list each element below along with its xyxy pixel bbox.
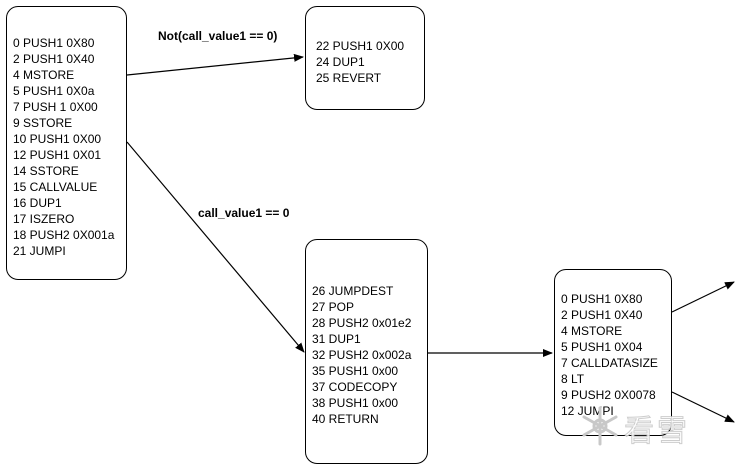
watermark: 看雪 — [578, 404, 728, 450]
instruction: 37 CODECOPY — [312, 380, 398, 394]
instruction: 2 PUSH1 0X40 — [13, 52, 95, 66]
edge-label-zero: call_value1 == 0 — [198, 206, 290, 220]
instruction: 7 PUSH 1 0X00 — [13, 100, 98, 114]
instruction: 8 LT — [561, 372, 585, 386]
instruction: 21 JUMPI — [13, 244, 66, 258]
instruction: 26 JUMPDEST — [312, 284, 394, 298]
instruction: 5 PUSH1 0X04 — [561, 340, 643, 354]
instruction: 32 PUSH2 0x002a — [312, 348, 412, 362]
instruction: 22 PUSH1 0X00 — [316, 39, 405, 53]
instruction: 10 PUSH1 0X00 — [13, 132, 102, 146]
block-b-lines: 22 PUSH1 0X00 24 DUP1 25 REVERT — [316, 38, 420, 86]
instruction: 25 REVERT — [316, 71, 382, 85]
instruction: 31 DUP1 — [312, 332, 361, 346]
instruction: 0 PUSH1 0X80 — [13, 36, 95, 50]
edge-a-to-c — [126, 141, 305, 353]
watermark-logo-icon — [582, 406, 618, 446]
instruction: 35 PUSH1 0x00 — [312, 364, 399, 378]
instruction: 38 PUSH1 0x00 — [312, 396, 399, 410]
watermark-text: 看雪 — [624, 414, 690, 450]
instruction: 7 CALLDATASIZE — [561, 356, 658, 370]
instruction: 9 SSTORE — [13, 116, 73, 130]
instruction: 17 ISZERO — [13, 212, 75, 226]
instruction: 14 SSTORE — [13, 164, 79, 178]
instruction: 2 PUSH1 0X40 — [561, 308, 643, 322]
instruction: 4 MSTORE — [561, 324, 623, 338]
block-a-lines: 0 PUSH1 0X80 2 PUSH1 0X40 4 MSTORE 5 PUS… — [13, 35, 122, 259]
instruction: 4 MSTORE — [13, 68, 75, 82]
block-d: 0 PUSH1 0X80 2 PUSH1 0X40 4 MSTORE 5 PUS… — [554, 269, 672, 436]
block-a: 0 PUSH1 0X80 2 PUSH1 0X40 4 MSTORE 5 PUS… — [6, 6, 127, 280]
edge-a-to-b — [126, 53, 304, 76]
instruction: 0 PUSH1 0X80 — [561, 292, 643, 306]
edge-d-out-1 — [671, 281, 735, 313]
block-b: 22 PUSH1 0X00 24 DUP1 25 REVERT — [305, 6, 425, 110]
instruction: 16 DUP1 — [13, 196, 62, 210]
block-d-lines: 0 PUSH1 0X80 2 PUSH1 0X40 4 MSTORE 5 PUS… — [561, 291, 667, 419]
instruction: 40 RETURN — [312, 412, 379, 426]
instruction: 5 PUSH1 0X0a — [13, 84, 95, 98]
instruction: 24 DUP1 — [316, 55, 365, 69]
instruction: 28 PUSH2 0x01e2 — [312, 316, 412, 330]
instruction: 15 CALLVALUE — [13, 180, 98, 194]
instruction: 12 PUSH1 0X01 — [13, 148, 102, 162]
edge-label-not-zero: Not(call_value1 == 0) — [158, 29, 278, 43]
block-c-lines: 26 JUMPDEST 27 POP 28 PUSH2 0x01e2 31 DU… — [312, 283, 423, 427]
block-c: 26 JUMPDEST 27 POP 28 PUSH2 0x01e2 31 DU… — [305, 239, 428, 464]
instruction: 9 PUSH2 0X0078 — [561, 388, 656, 402]
instruction: 27 POP — [312, 300, 355, 314]
instruction: 18 PUSH2 0X001a — [13, 228, 115, 242]
